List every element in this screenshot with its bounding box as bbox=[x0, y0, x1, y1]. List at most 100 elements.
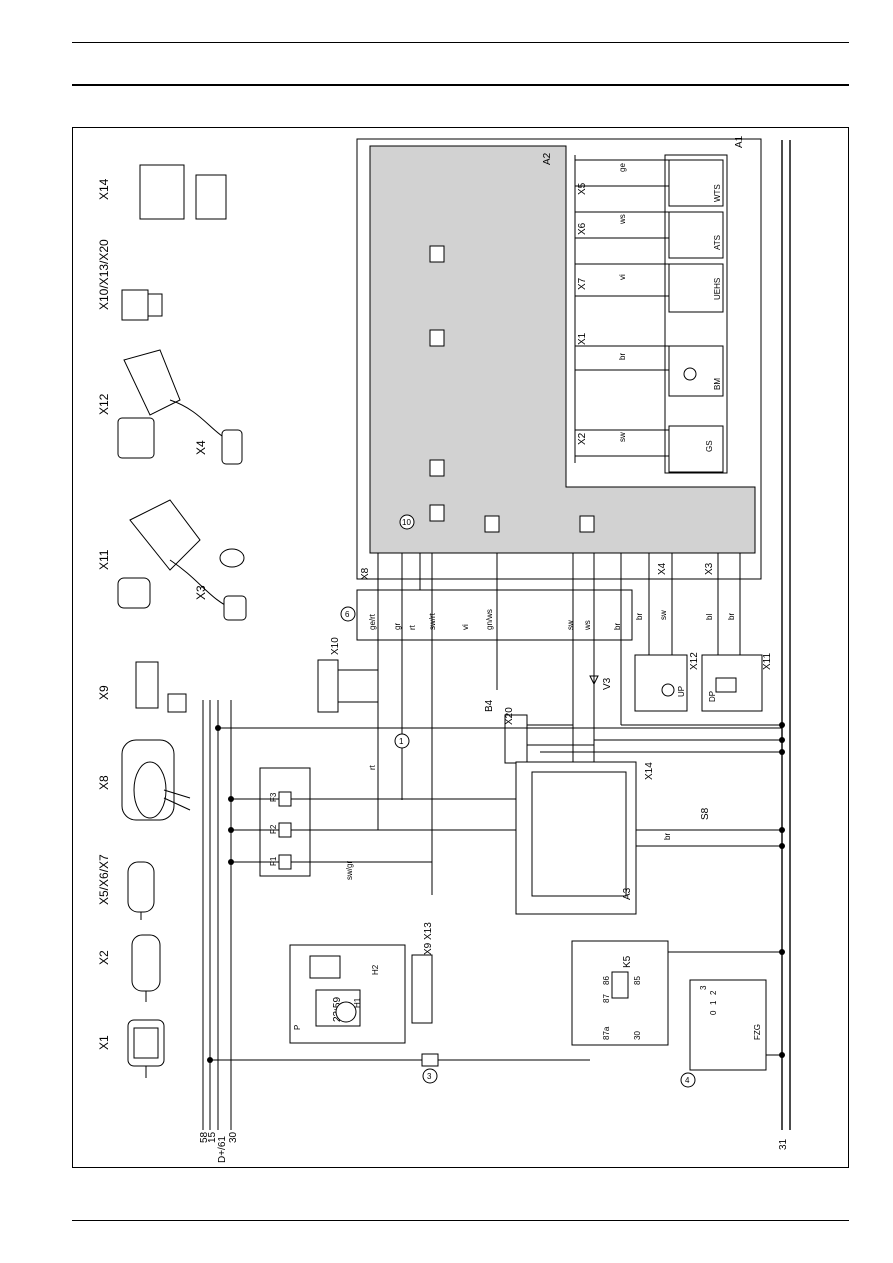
a1-label: A1 bbox=[734, 135, 745, 148]
bm-motor bbox=[668, 345, 724, 397]
header-rule-thick bbox=[72, 84, 849, 86]
wire-label-rt-2: rt bbox=[368, 764, 377, 770]
switch-fzg: FZG 0 1 2 3 4 bbox=[680, 979, 785, 1088]
wire-label-br-2: br bbox=[613, 623, 622, 630]
x8-down-wiring bbox=[377, 553, 622, 895]
switch-pos-1: 1 bbox=[709, 1000, 718, 1005]
module-a3: A3 X14 S8 br bbox=[515, 761, 785, 915]
x20-block-label: X20 bbox=[504, 707, 515, 725]
switch-pos-3: 3 bbox=[699, 985, 708, 990]
connector-x9-label: X9 bbox=[97, 685, 111, 700]
sensor-block-a1: A1 WTS ATS UEHS BM GS bbox=[664, 135, 745, 474]
callout-10-circle bbox=[399, 514, 415, 530]
header-rule bbox=[72, 42, 849, 43]
rail-ties bbox=[215, 722, 785, 755]
wire-label-gn-ws: gn/ws bbox=[485, 609, 494, 630]
x13-block-label: X13 bbox=[423, 922, 434, 940]
callout-6-text: 6 bbox=[345, 610, 350, 619]
x9-x13-connector bbox=[411, 954, 433, 1024]
v3-label: V3 bbox=[602, 677, 613, 690]
connector-x10x13x20-label: X10/X13/X20 bbox=[97, 239, 111, 310]
x10-connector: X10 1 bbox=[317, 637, 410, 749]
callout-4-text: 4 bbox=[685, 1076, 690, 1085]
x4-block-label: X4 bbox=[657, 562, 668, 575]
x11-block-label: X11 bbox=[762, 653, 773, 670]
x7-block-label: X7 bbox=[577, 277, 588, 290]
uehs-label: UEHS bbox=[713, 278, 722, 300]
f3-label: F3 bbox=[269, 792, 278, 802]
gs-sensor bbox=[668, 425, 724, 473]
connector-x3-label: X3 bbox=[194, 585, 208, 600]
rail-d-label: D+/61 bbox=[217, 1136, 228, 1163]
wire-label-br-1: br bbox=[618, 353, 627, 360]
dp-label: DP bbox=[708, 691, 717, 702]
x9-block-label: X9 bbox=[423, 942, 434, 955]
relay-k5: K5 86 87 85 87a 30 bbox=[571, 940, 785, 1046]
ats-label: ATS bbox=[713, 235, 722, 250]
h2-label: H2 bbox=[371, 964, 380, 975]
callout-4-circle bbox=[680, 1072, 696, 1088]
connector-x9-drawing bbox=[135, 661, 187, 713]
internal-switch-symbols bbox=[429, 245, 595, 533]
x12-block-label: X12 bbox=[689, 652, 700, 670]
pump-connectors: UP X12 DP X11 br sw bl br bbox=[634, 553, 773, 712]
wire-label-ge-rt: ge/rt bbox=[368, 613, 377, 630]
wire-label-br-5: br bbox=[663, 833, 672, 840]
s8-label: S8 bbox=[700, 807, 711, 820]
wire-label-br-4: br bbox=[727, 613, 736, 620]
wire-label-ge-1: ge bbox=[618, 163, 627, 172]
gs-label: GS bbox=[705, 440, 714, 452]
connector-x11-label: X11 bbox=[97, 549, 111, 570]
x8-block-label: X8 bbox=[360, 567, 371, 580]
f2-label: F2 bbox=[269, 824, 278, 834]
x5-block-label: X5 bbox=[577, 182, 588, 195]
wire-label-br-3: br bbox=[635, 613, 644, 620]
callout-6-circle bbox=[340, 606, 356, 622]
h1-label: H1 bbox=[353, 997, 362, 1008]
control-unit-a2: A2 X8 10 bbox=[356, 138, 762, 580]
fzg-label: FZG bbox=[753, 1024, 762, 1040]
switch-pos-2: 2 bbox=[709, 990, 718, 995]
pin-30: 30 bbox=[633, 1031, 642, 1040]
b4-label: B4 bbox=[484, 699, 495, 712]
x10-block-label: X10 bbox=[330, 637, 341, 655]
a2-sensor-wiring: ge ws vi br sw bbox=[575, 159, 669, 457]
x14-block-label: X14 bbox=[644, 762, 655, 780]
wire-label-bl: bl bbox=[705, 614, 714, 620]
harness-6: 6 ge/rt gr rt sw/rt vi gn/ws sw ws br bbox=[340, 589, 633, 641]
ats-sensor bbox=[668, 211, 724, 259]
wts-label: WTS bbox=[713, 184, 722, 202]
x20-b4-v3: X20 B4 V3 bbox=[484, 675, 613, 764]
switch-pos-0: 0 bbox=[709, 1010, 718, 1015]
fuse-f3 bbox=[278, 791, 292, 807]
a3-label: A3 bbox=[622, 887, 633, 900]
wire-label-sw-gr: sw/gr bbox=[345, 861, 354, 880]
wts-sensor bbox=[668, 159, 724, 207]
timer-button bbox=[309, 955, 341, 979]
a2-label: A2 bbox=[542, 152, 553, 165]
connector-x1-drawing bbox=[127, 1019, 165, 1078]
x1-block-label: X1 bbox=[577, 332, 588, 345]
callout-1-circle bbox=[394, 733, 410, 749]
x3-block-label: X3 bbox=[704, 562, 715, 575]
connector-x5-x6-x7-drawing bbox=[127, 861, 155, 920]
x2-block-label: X2 bbox=[577, 432, 588, 445]
connector-pictorials: X1 X2 X5/X6/X7 X8 X9 bbox=[97, 164, 247, 1078]
callout-1-text: 1 bbox=[399, 737, 404, 746]
connector-x14-drawing bbox=[139, 164, 227, 220]
connector-x5x6x7-label: X5/X6/X7 bbox=[97, 854, 111, 905]
inline-fuse-3: 3 bbox=[207, 1053, 590, 1084]
connector-x4-label: X4 bbox=[194, 440, 208, 455]
pin-85: 85 bbox=[633, 976, 642, 985]
connector-x2-label: X2 bbox=[97, 950, 111, 965]
rail-15-label: 15 bbox=[207, 1131, 218, 1143]
fuse-box: F3 F2 F1 rt sw/gr bbox=[228, 764, 516, 880]
x6-block-label: X6 bbox=[577, 222, 588, 235]
wire-label-sw-3: sw bbox=[659, 610, 668, 620]
callout-10-text: 10 bbox=[402, 518, 411, 527]
uehs-switch bbox=[668, 263, 724, 313]
pin-87a: 87a bbox=[602, 1026, 611, 1040]
connector-x14-label: X14 bbox=[97, 178, 111, 200]
wire-label-vi-2: vi bbox=[461, 624, 470, 630]
